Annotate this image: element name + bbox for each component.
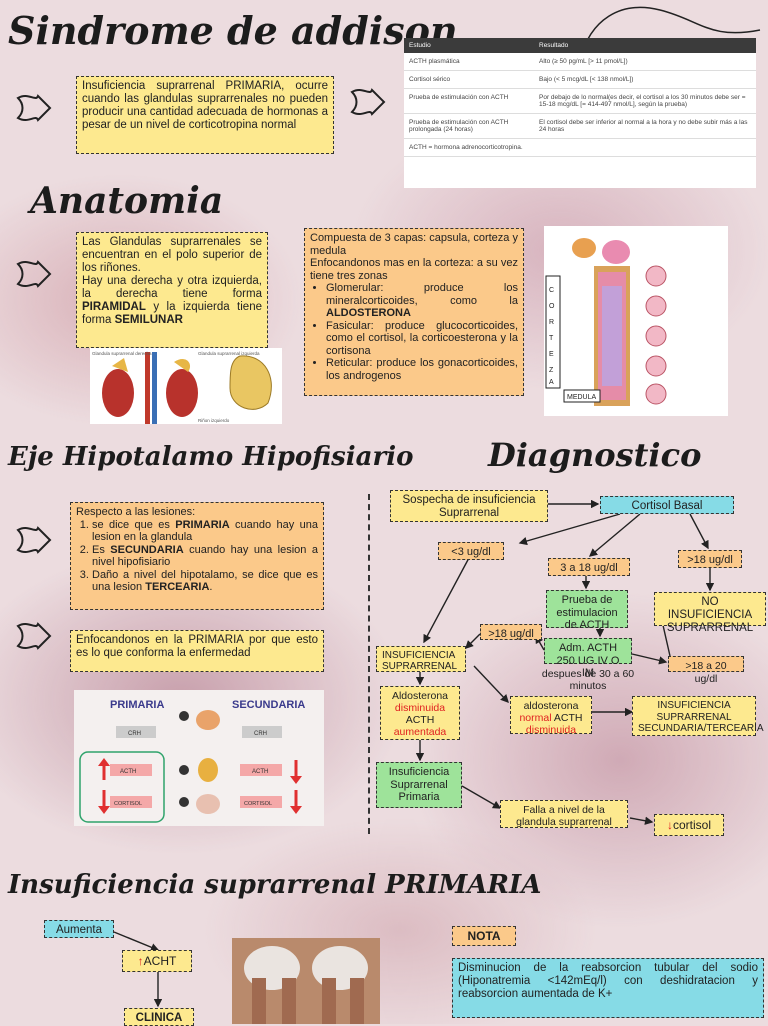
nota-label: NOTA <box>452 926 516 946</box>
arrow-icon <box>16 526 52 554</box>
section-title-eje: Eje Hipotalamo Hipofisiario <box>8 442 414 472</box>
flow-gt18: >18 ug/dl <box>678 550 742 568</box>
svg-text:Z: Z <box>549 367 554 374</box>
arrow-down-icon: ↓ <box>666 818 673 832</box>
list-item: Glomerular: produce los mineralcorticoid… <box>326 282 518 320</box>
flow-primaria: Insuficiencia Suprarrenal Primaria <box>376 762 462 808</box>
section-title-anatomia: Anatomia <box>30 180 224 222</box>
diagram-label-primaria: PRIMARIA <box>110 699 164 711</box>
flow-falla: Falla a nivel de la glandula suprarrenal <box>500 800 628 828</box>
flow-sospecha: Sospecha de insuficiencia Suprarrenal <box>390 490 548 522</box>
flow-secundaria: INSUFICIENCIA SUPRARRENAL SECUNDARIA/TER… <box>632 696 764 736</box>
svg-text:E: E <box>549 351 554 358</box>
flow-despues: despues de 30 a 60 minutos <box>541 668 635 692</box>
svg-text:A: A <box>549 379 554 386</box>
table-footnote: ACTH = hormona adrenocorticotropina. <box>404 138 756 157</box>
svg-text:CORTISOL: CORTISOL <box>244 801 272 807</box>
flow-range: 3 a 18 ug/dl <box>548 558 630 576</box>
arrow-icon <box>16 260 52 288</box>
histology-image: C O R T E Z A MEDULA <box>544 226 728 416</box>
page-title: Sindrome de addison <box>8 8 458 53</box>
flow-no-insuficiencia: NO INSUFICIENCIA SUPRARRENAL <box>654 592 766 634</box>
flow-adm: Adm. ACTH 250 UG IV O IM <box>544 638 632 679</box>
svg-text:T: T <box>549 335 554 342</box>
flow-lt3: <3 ug/dl <box>438 542 504 560</box>
flow-secundaria-findings: aldosterona normal ACTH disminuida <box>510 696 592 736</box>
flow-cortisol-basal: Cortisol Basal <box>600 496 734 514</box>
image-label: Riñon izquierdo <box>198 418 230 423</box>
flow-primaria-findings: Aldosterona disminuida ACTH aumentada <box>380 686 460 740</box>
anatomia-left-box: Las Glandulas suprarrenales se encuentra… <box>76 232 268 348</box>
svg-text:ACTH: ACTH <box>252 769 268 775</box>
primaria-aumenta: Aumenta <box>44 920 114 938</box>
list-item: Daño a nivel del hipotalamo, se dice que… <box>92 569 318 594</box>
medula-label: MEDULA <box>567 394 597 401</box>
nota-text: Disminucion de la reabsorcion tubular de… <box>452 958 764 1018</box>
arrow-up-icon: ↑ <box>137 954 144 968</box>
image-label: Glandula suprarrenal izquierda <box>198 351 260 356</box>
axis-diagram: PRIMARIA SECUNDARIA CRH CRH ACTH CORTISO… <box>74 690 324 826</box>
svg-text:O: O <box>549 303 555 310</box>
decorative-swirl <box>579 6 761 60</box>
eje-focus-box: Enfocandonos en la PRIMARIA por que esto… <box>70 630 324 672</box>
section-title-diagnostico: Diagnostico <box>488 436 702 474</box>
table-row: Prueba de estimulación con ACTH prolonga… <box>404 113 756 139</box>
list-item: Fasicular: produce glucocorticoides, com… <box>326 320 518 358</box>
table-header: Resultado <box>534 38 756 53</box>
svg-text:R: R <box>549 319 554 326</box>
diagram-label-secundaria: SECUNDARIA <box>232 699 305 711</box>
svg-text:C: C <box>549 287 554 294</box>
svg-text:CRH: CRH <box>128 731 141 737</box>
anatomia-right-box: Compuesta de 3 capas: capsula, corteza y… <box>304 228 524 396</box>
svg-text:CORTISOL: CORTISOL <box>114 801 142 807</box>
arrow-icon <box>350 88 386 116</box>
svg-text:CRH: CRH <box>254 731 267 737</box>
eje-lesiones-box: Respecto a las lesiones: se dice que es … <box>70 502 324 610</box>
divider <box>368 494 370 834</box>
svg-text:ACTH: ACTH <box>120 769 136 775</box>
primaria-acht: ↑ACHT <box>122 950 192 972</box>
flow-prueba: Prueba de estimulacion de ACTH <box>546 590 628 631</box>
list-item: Reticular: produce los gonacorticoides, … <box>326 357 518 382</box>
flow-gt18b: >18 ug/dl <box>480 624 542 640</box>
primaria-clinica: CLINICA <box>124 1008 194 1026</box>
patient-photo <box>232 938 380 1024</box>
image-label: Glandula suprarrenal derecha <box>92 351 152 356</box>
flow-range2: >18 a 20 ug/dl <box>668 656 744 685</box>
list-item: Es SECUNDARIA cuando hay una lesion a ni… <box>92 544 318 569</box>
flow-insuficiencia: INSUFICIENCIA SUPRARRENAL <box>376 646 466 672</box>
kidney-image: Glandula suprarrenal derecha Glandula su… <box>90 348 282 424</box>
flow-cortisol: ↓cortisol <box>654 814 724 836</box>
arrow-icon <box>16 94 52 122</box>
table-header: Estudio <box>404 38 534 53</box>
definition-box: Insuficiencia suprarrenal PRIMARIA, ocur… <box>76 76 334 154</box>
arrow-icon <box>16 622 52 650</box>
section-title-primaria: Insuficiencia suprarrenal PRIMARIA <box>8 870 542 900</box>
list-item: se dice que es PRIMARIA cuando hay una l… <box>92 519 318 544</box>
